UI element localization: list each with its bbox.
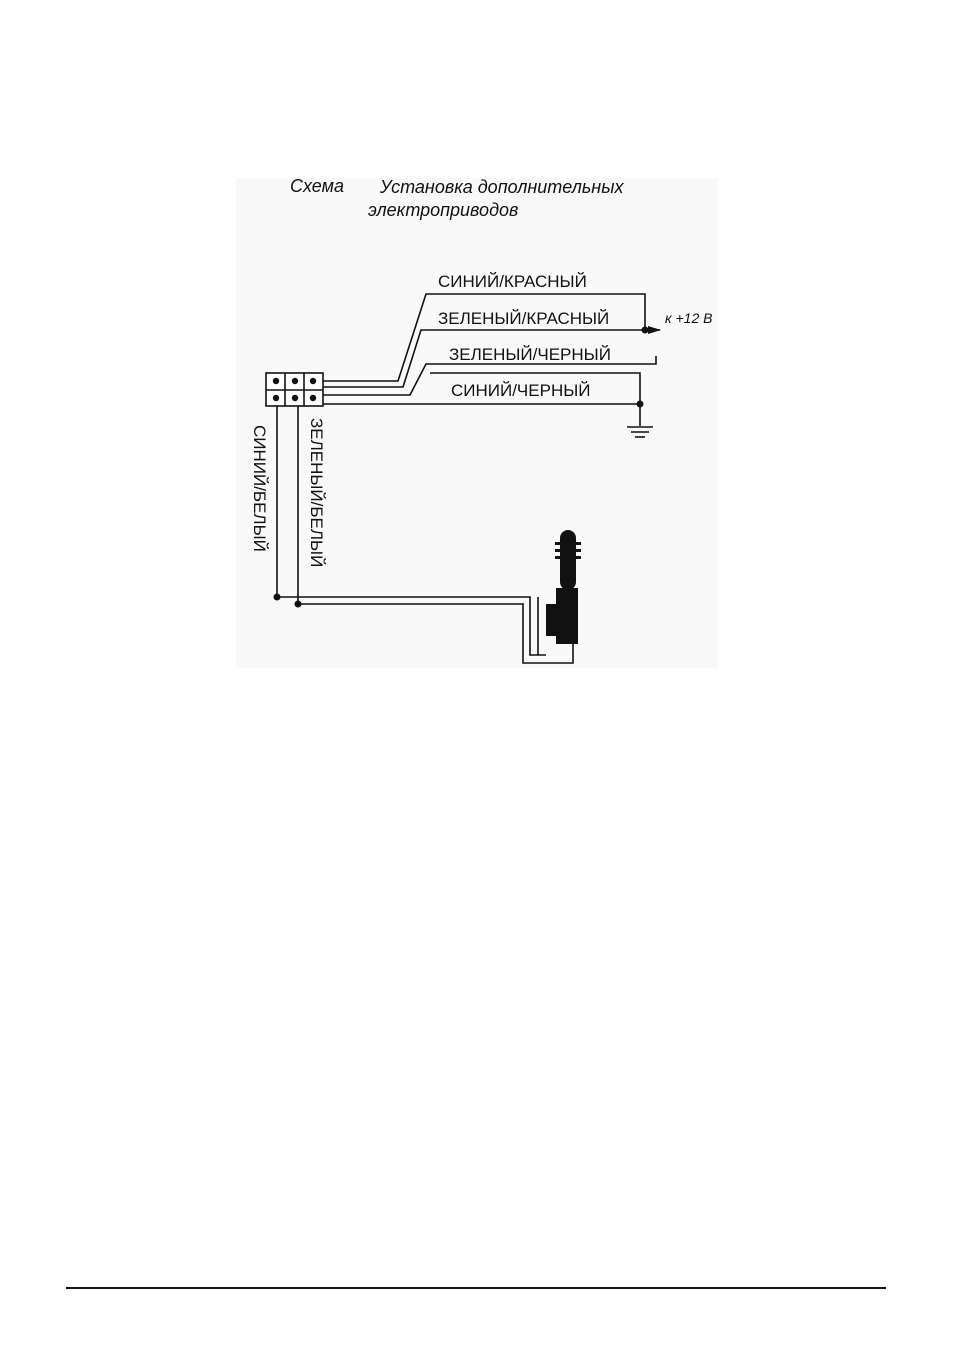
- label-green-red: ЗЕЛЕНЫЙ/КРАСНЫЙ: [438, 309, 609, 328]
- connector-pin: [292, 395, 298, 401]
- label-blue-white: СИНИЙ/БЕЛЫЙ: [250, 425, 269, 552]
- junction-dot: [637, 401, 644, 408]
- label-green-black: ЗЕЛЕНЫЙ/ЧЕРНЫЙ: [449, 345, 611, 364]
- power-arrow: [648, 326, 661, 334]
- label-blue-red: СИНИЙ/КРАСНЫЙ: [438, 272, 587, 291]
- connector-pin: [292, 378, 298, 384]
- connector-pin: [273, 378, 279, 384]
- label-blue-black: СИНИЙ/ЧЕРНЫЙ: [451, 381, 591, 400]
- connector-pin: [310, 395, 316, 401]
- junction-dot: [295, 601, 302, 608]
- connector-pin: [273, 395, 279, 401]
- wire-green-white: [298, 406, 573, 663]
- label-green-white: ЗЕЛЕНЫЙ/БЕЛЫЙ: [307, 418, 326, 567]
- wire-blue-red: [323, 294, 645, 381]
- connector-pin: [310, 378, 316, 384]
- label-power-note: к +12 В: [665, 310, 712, 326]
- junction-dot: [274, 594, 281, 601]
- junction-dot: [642, 327, 649, 334]
- actuator-icon: [546, 530, 581, 644]
- footer-rule: [66, 1287, 886, 1289]
